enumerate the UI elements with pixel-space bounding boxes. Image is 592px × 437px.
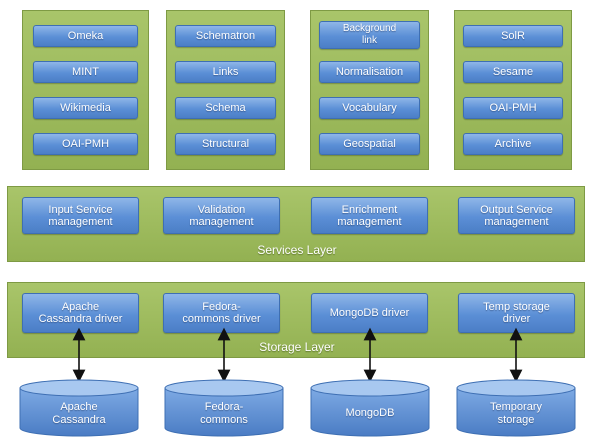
module-item: Sesame: [463, 61, 563, 83]
service-item: Input Service management: [22, 197, 139, 234]
module-item: Geospatial: [319, 133, 420, 155]
database-cylinder: [164, 379, 284, 437]
database-cylinder: [19, 379, 139, 437]
service-item: Validation management: [163, 197, 280, 234]
module-item: MINT: [33, 61, 138, 83]
services-layer: Input Service management Validation mana…: [7, 186, 585, 262]
module-item: Vocabulary: [319, 97, 420, 119]
module-group-1: Omeka MINT Wikimedia OAI-PMH: [22, 10, 149, 170]
storage-layer-label: Storage Layer: [259, 340, 335, 354]
module-item: OAI-PMH: [33, 133, 138, 155]
database-label: Fedora- commons: [200, 401, 248, 426]
database-label: Apache Cassandra: [52, 401, 106, 426]
storage-driver-item: Temp storage driver: [458, 293, 575, 333]
service-item: Output Service management: [458, 197, 575, 234]
module-item: OAI-PMH: [463, 97, 563, 119]
module-item: Archive: [463, 133, 563, 155]
database-label: Temporary storage: [490, 401, 542, 426]
module-item: Links: [175, 61, 276, 83]
module-item: Schematron: [175, 25, 276, 47]
module-item: Background link: [319, 21, 420, 49]
module-item: SolR: [463, 25, 563, 47]
module-item: Normalisation: [319, 61, 420, 83]
storage-layer: Apache Cassandra driver Fedora- commons …: [7, 282, 585, 358]
storage-driver-item: Fedora- commons driver: [163, 293, 280, 333]
service-item: Enrichment management: [311, 197, 428, 234]
database-cylinder: [310, 379, 430, 437]
module-item: Omeka: [33, 25, 138, 47]
database-label: MongoDB: [345, 407, 395, 419]
database-cylinder: [456, 379, 576, 437]
module-group-3: Background link Normalisation Vocabulary…: [310, 10, 429, 170]
module-group-2: Schematron Links Schema Structural: [166, 10, 285, 170]
services-layer-label: Services Layer: [257, 243, 337, 257]
module-item: Wikimedia: [33, 97, 138, 119]
module-group-4: SolR Sesame OAI-PMH Archive: [454, 10, 572, 170]
module-item: Structural: [175, 133, 276, 155]
module-item: Schema: [175, 97, 276, 119]
storage-driver-item: MongoDB driver: [311, 293, 428, 333]
